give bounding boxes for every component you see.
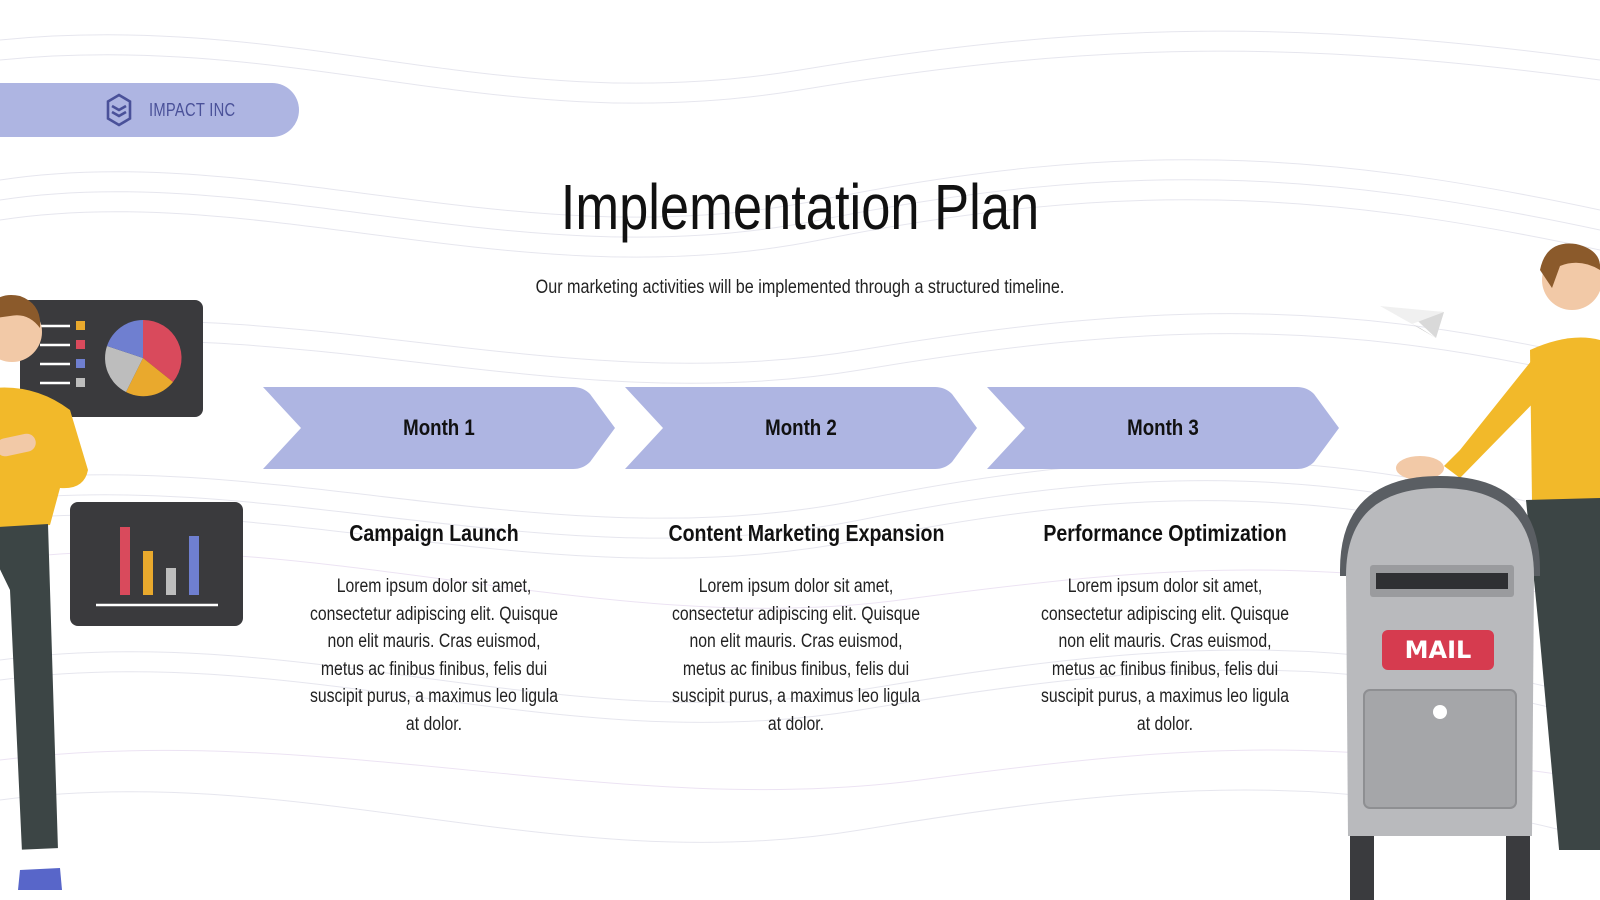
person-icon <box>0 295 88 890</box>
chevron-shape <box>625 387 977 469</box>
chevron-shape <box>263 387 615 469</box>
page-subtitle: Our marketing activities will be impleme… <box>535 277 1065 298</box>
column-heading: Performance Optimization <box>1043 520 1287 546</box>
paper-plane-icon <box>1380 306 1444 338</box>
brand-pill: IMPACT INC <box>0 83 299 137</box>
step-label: Month 1 <box>403 415 475 440</box>
column-body: Lorem ipsum dolor sit amet, consectetur … <box>309 576 559 735</box>
column-heading: Content Marketing Expansion <box>668 520 945 546</box>
timeline-step-3: Month 3 <box>985 387 1341 469</box>
person-icon <box>1396 243 1600 900</box>
chevron-shape <box>987 387 1339 469</box>
column-heading: Campaign Launch <box>349 520 519 546</box>
person-with-charts-illustration <box>0 295 243 890</box>
step-label: Month 2 <box>765 415 837 440</box>
mailbox-icon: MAIL <box>1340 476 1540 900</box>
timeline-column-3: Performance Optimization Lorem ipsum dol… <box>1015 520 1315 738</box>
timeline-step-2: Month 2 <box>623 387 979 469</box>
step-label: Month 3 <box>1127 415 1199 440</box>
hexagon-logo-icon <box>106 93 132 127</box>
bar-chart-board-icon <box>70 502 243 626</box>
column-body: Lorem ipsum dolor sit amet, consectetur … <box>1040 576 1290 735</box>
person-with-mailbox-illustration: MAIL <box>1340 243 1600 900</box>
timeline-step-1: Month 1 <box>261 387 617 469</box>
page-title: Implementation Plan <box>560 171 1040 243</box>
timeline-column-2: Content Marketing Expansion Lorem ipsum … <box>646 520 946 738</box>
column-body: Lorem ipsum dolor sit amet, consectetur … <box>671 576 921 735</box>
timeline-column-1: Campaign Launch Lorem ipsum dolor sit am… <box>284 520 584 738</box>
brand-name: IMPACT INC <box>149 99 236 120</box>
mailbox-label: MAIL <box>1405 636 1472 664</box>
pie-chart-board-icon <box>20 300 203 417</box>
